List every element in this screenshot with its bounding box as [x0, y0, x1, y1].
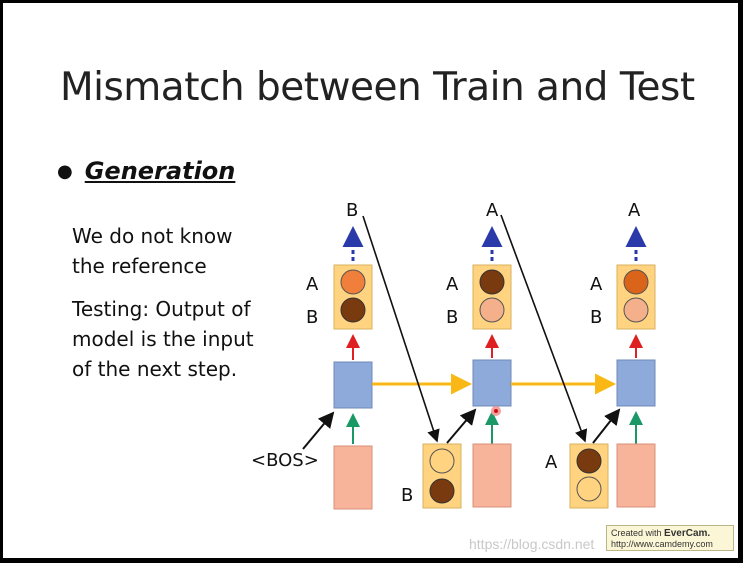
slide: Mismatch between Train and Test ● Genera…	[3, 3, 738, 558]
token-b-circle-a	[429, 448, 455, 474]
dist-label-a-step2: A	[446, 274, 459, 295]
input-box-step3	[616, 443, 656, 508]
evercam-brand: EverCam.	[664, 528, 711, 539]
dist-label-b-step2: B	[446, 307, 458, 328]
output-label-step1: B	[346, 200, 358, 221]
prob-circle-a-step1	[340, 269, 366, 295]
cursor-dot	[494, 409, 498, 413]
dist-label-b-step1: B	[306, 307, 318, 328]
rnn-cell-step3	[616, 359, 656, 407]
bos-label: <BOS>	[251, 450, 319, 471]
prob-circle-a-step3	[623, 269, 649, 295]
seq2seq-diagram: B A A A B A B A B	[251, 200, 656, 510]
prob-circle-a-step2	[479, 269, 505, 295]
token-a-circle-a	[576, 448, 602, 474]
token-to-cell-arrow-1	[446, 408, 477, 444]
input-box-step1	[333, 445, 373, 510]
bullet-heading: Generation	[84, 157, 236, 185]
token-a-circle-b	[576, 476, 602, 502]
token-b-circle-b	[429, 478, 455, 504]
evercam-url: http://www.camdemy.com	[611, 539, 713, 549]
evercam-badge: Created with EverCam. http://www.camdemy…	[606, 525, 734, 551]
bullet-dot-icon: ●	[57, 160, 73, 182]
token-label-b: B	[401, 485, 413, 506]
token-to-cell-arrow-2	[592, 408, 621, 444]
paragraph-testing: Testing: Output of model is the input of…	[72, 297, 254, 381]
output-label-step3: A	[628, 200, 641, 221]
bullet-generation: ● Generation	[57, 157, 235, 185]
input-box-step2	[472, 443, 512, 508]
prob-circle-b-step3	[623, 297, 649, 323]
token-label-a: A	[545, 452, 558, 473]
dist-label-a-step1: A	[306, 274, 319, 295]
dist-label-a-step3: A	[590, 274, 603, 295]
rnn-cell-step1	[333, 361, 373, 409]
slide-title: Mismatch between Train and Test	[60, 65, 695, 110]
feedback-arrow-1	[362, 215, 440, 443]
prob-circle-b-step1	[340, 297, 366, 323]
rnn-cell-step2	[472, 359, 512, 407]
prob-circle-b-step2	[479, 297, 505, 323]
evercam-created: Created with	[611, 528, 662, 538]
dist-label-b-step3: B	[590, 307, 602, 328]
paragraph-reference: We do not know the reference	[72, 224, 233, 278]
feedback-arrow-2	[500, 214, 588, 443]
output-label-step2: A	[486, 200, 499, 221]
watermark: https://blog.csdn.net	[469, 536, 595, 552]
bos-arrow	[302, 411, 335, 450]
